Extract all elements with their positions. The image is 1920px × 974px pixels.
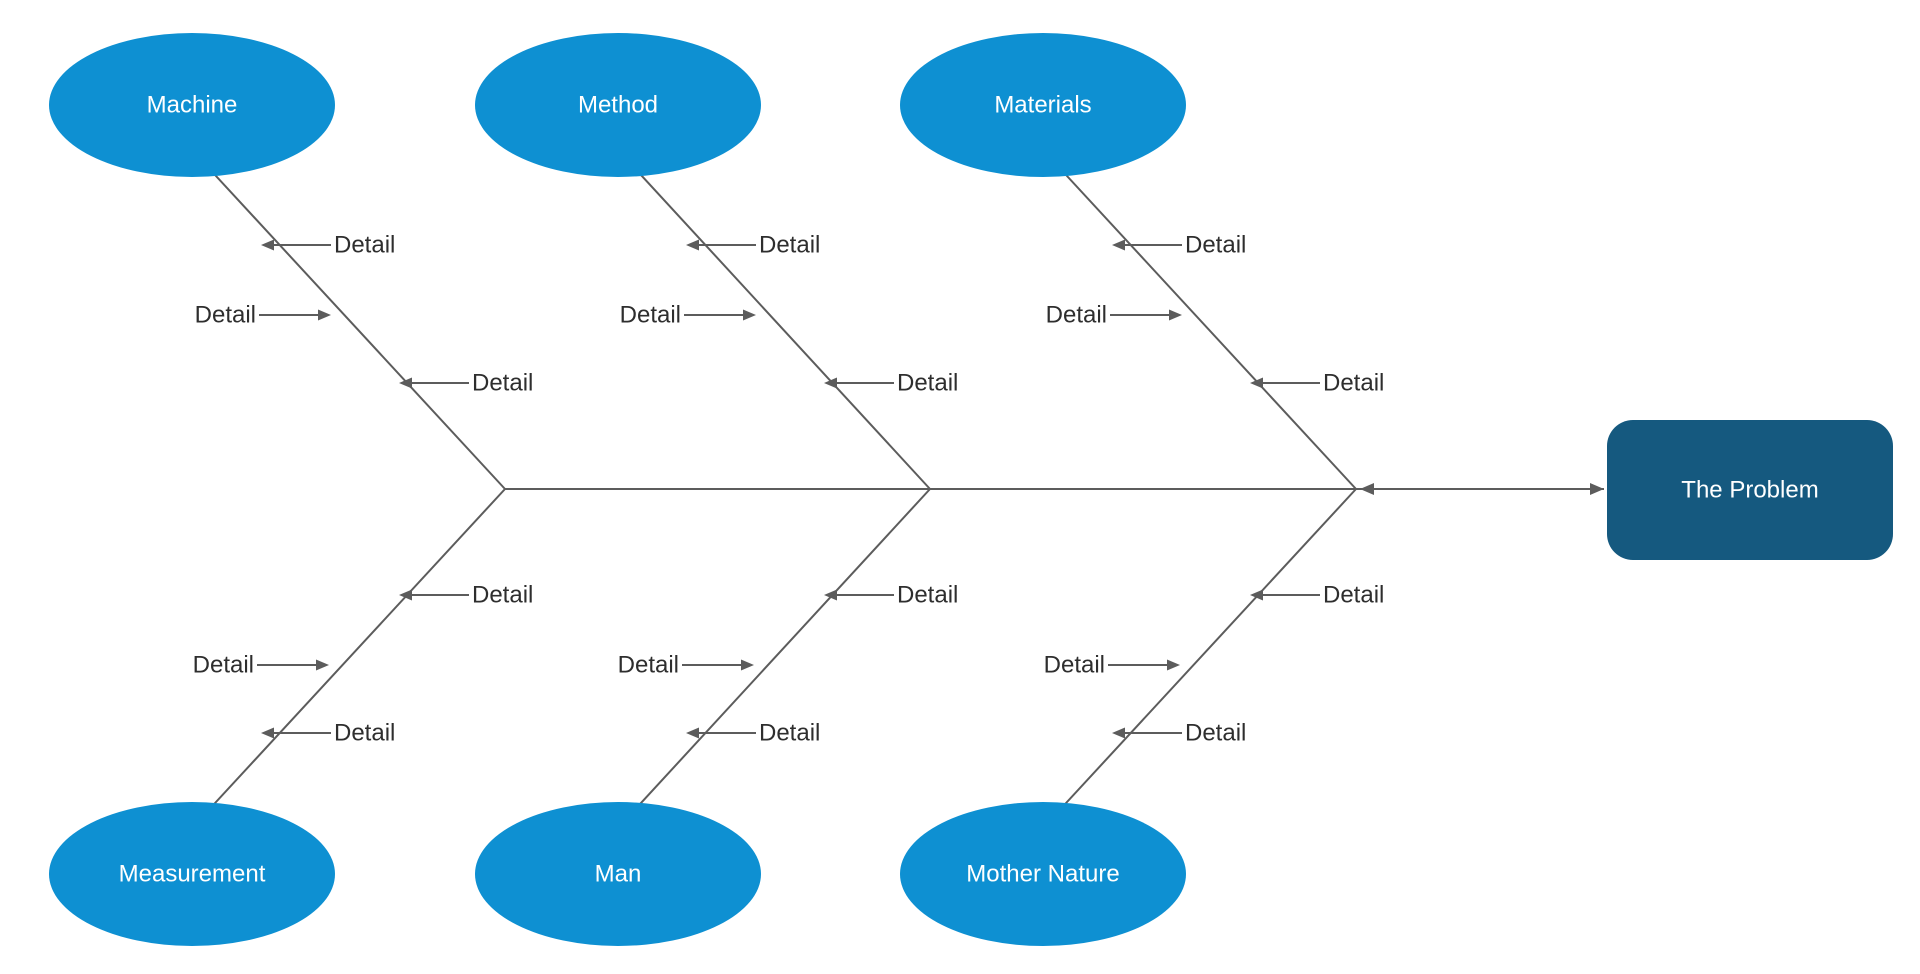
- detail-annotation-man-2[interactable]: Detail: [618, 652, 754, 679]
- left-arrowhead-icon: [261, 239, 274, 251]
- materials-ellipse[interactable]: [900, 33, 1186, 177]
- category-label: Materials: [994, 92, 1091, 119]
- detail-label: Detail: [334, 720, 395, 747]
- detail-annotation-materials-2[interactable]: Detail: [1046, 302, 1182, 329]
- detail-annotation-materials-3[interactable]: Detail: [1250, 370, 1384, 397]
- left-arrowhead-icon: [824, 589, 837, 601]
- machine-ellipse[interactable]: [49, 33, 335, 177]
- problem-node[interactable]: The Problem: [1607, 420, 1893, 560]
- bone-man: [617, 488, 931, 829]
- spine-left-arrowhead-icon: [1360, 483, 1374, 495]
- category-label: Mother Nature: [966, 861, 1119, 888]
- left-arrowhead-icon: [686, 727, 699, 739]
- detail-annotation-method-2[interactable]: Detail: [620, 302, 756, 329]
- detail-annotation-measurement-1[interactable]: Detail: [399, 582, 533, 609]
- right-arrowhead-icon: [1167, 659, 1180, 671]
- detail-label: Detail: [193, 652, 254, 679]
- left-arrowhead-icon: [824, 377, 837, 389]
- right-arrowhead-icon: [1169, 309, 1182, 321]
- category-label: Man: [595, 861, 642, 888]
- detail-label: Detail: [1044, 652, 1105, 679]
- detail-label: Detail: [1185, 232, 1246, 259]
- detail-annotation-materials-1[interactable]: Detail: [1112, 232, 1246, 259]
- category-label: Method: [578, 92, 658, 119]
- category-label: Measurement: [119, 861, 266, 888]
- right-arrowhead-icon: [316, 659, 329, 671]
- bones: [191, 149, 1604, 829]
- category-node-materials[interactable]: Materials: [900, 33, 1186, 177]
- man-ellipse[interactable]: [475, 802, 761, 946]
- detail-label: Detail: [1046, 302, 1107, 329]
- category-node-mother-nature[interactable]: Mother Nature: [900, 802, 1186, 946]
- category-node-measurement[interactable]: Measurement: [49, 802, 335, 946]
- detail-annotation-machine-3[interactable]: Detail: [399, 370, 533, 397]
- detail-label: Detail: [334, 232, 395, 259]
- bone-method: [617, 149, 931, 490]
- bone-measurement: [191, 488, 506, 829]
- left-arrowhead-icon: [399, 377, 412, 389]
- right-arrowhead-icon: [318, 309, 331, 321]
- bone-materials: [1042, 149, 1357, 490]
- detail-annotation-measurement-3[interactable]: Detail: [261, 720, 395, 747]
- problem-label: The Problem: [1681, 477, 1818, 504]
- right-arrowhead-icon: [743, 309, 756, 321]
- detail-annotation-mother-nature-3[interactable]: Detail: [1112, 720, 1246, 747]
- detail-label: Detail: [759, 232, 820, 259]
- category-node-man[interactable]: Man: [475, 802, 761, 946]
- measurement-ellipse[interactable]: [49, 802, 335, 946]
- detail-label: Detail: [897, 582, 958, 609]
- detail-label: Detail: [897, 370, 958, 397]
- left-arrowhead-icon: [1112, 727, 1125, 739]
- left-arrowhead-icon: [1250, 377, 1263, 389]
- left-arrowhead-icon: [261, 727, 274, 739]
- detail-label: Detail: [759, 720, 820, 747]
- detail-annotation-man-3[interactable]: Detail: [686, 720, 820, 747]
- detail-annotation-mother-nature-2[interactable]: Detail: [1044, 652, 1180, 679]
- bone-machine: [191, 149, 506, 490]
- detail-label: Detail: [472, 582, 533, 609]
- problem-rect[interactable]: [1607, 420, 1893, 560]
- left-arrowhead-icon: [1112, 239, 1125, 251]
- detail-annotation-mother-nature-1[interactable]: Detail: [1250, 582, 1384, 609]
- mother-nature-ellipse[interactable]: [900, 802, 1186, 946]
- left-arrowhead-icon: [686, 239, 699, 251]
- detail-annotation-man-1[interactable]: Detail: [824, 582, 958, 609]
- spine-right-arrowhead-icon: [1590, 483, 1604, 495]
- detail-label: Detail: [472, 370, 533, 397]
- detail-annotation-measurement-2[interactable]: Detail: [193, 652, 329, 679]
- detail-annotation-machine-2[interactable]: Detail: [195, 302, 331, 329]
- category-node-method[interactable]: Method: [475, 33, 761, 177]
- detail-annotation-method-3[interactable]: Detail: [824, 370, 958, 397]
- bone-mother-nature: [1042, 488, 1357, 829]
- detail-annotation-method-1[interactable]: Detail: [686, 232, 820, 259]
- detail-label: Detail: [618, 652, 679, 679]
- detail-annotation-machine-1[interactable]: Detail: [261, 232, 395, 259]
- category-label: Machine: [147, 92, 238, 119]
- method-ellipse[interactable]: [475, 33, 761, 177]
- left-arrowhead-icon: [1250, 589, 1263, 601]
- right-arrowhead-icon: [741, 659, 754, 671]
- detail-label: Detail: [1185, 720, 1246, 747]
- left-arrowhead-icon: [399, 589, 412, 601]
- category-node-machine[interactable]: Machine: [49, 33, 335, 177]
- detail-label: Detail: [1323, 370, 1384, 397]
- detail-label: Detail: [195, 302, 256, 329]
- detail-label: Detail: [620, 302, 681, 329]
- detail-label: Detail: [1323, 582, 1384, 609]
